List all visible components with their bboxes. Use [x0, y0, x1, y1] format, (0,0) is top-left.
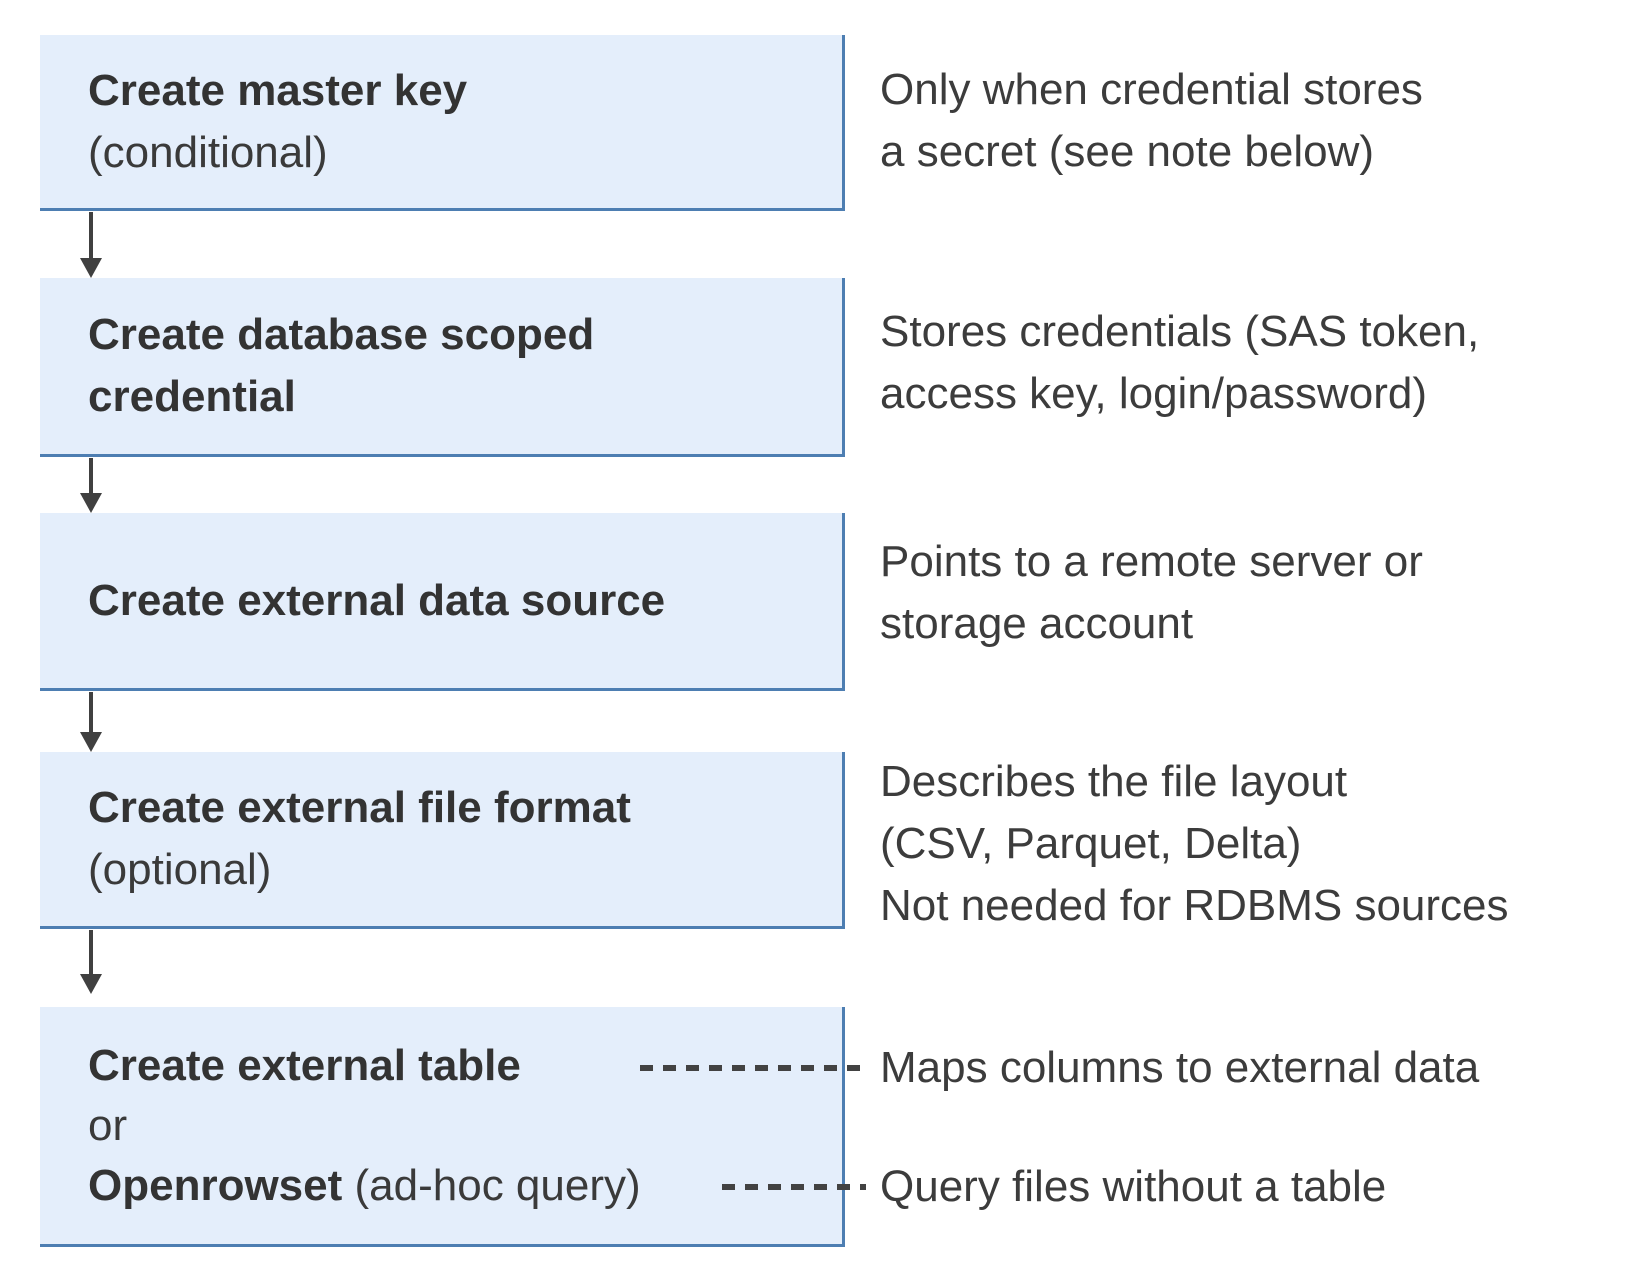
- arrow-head: [80, 974, 102, 994]
- arrow-head: [80, 732, 102, 752]
- step-title: Create external file format: [88, 783, 631, 832]
- step-box-database-scoped-credential: Create database scoped credential: [40, 278, 845, 457]
- step-title: Create external data source: [88, 575, 666, 625]
- dashed-connector-line: [640, 1065, 866, 1071]
- step-title: Create master key: [88, 65, 468, 115]
- note-credential: Stores credentials (SAS token, access ke…: [880, 307, 1480, 418]
- openrowset-label: Openrowset: [88, 1160, 343, 1210]
- note-external-table: Maps columns to external data: [880, 1043, 1480, 1092]
- down-arrow-icon: [80, 458, 102, 513]
- step-box-create-master-key: Create master key (conditional): [40, 35, 845, 211]
- down-arrow-icon: [80, 212, 102, 278]
- or-label: or: [88, 1100, 128, 1150]
- note-data-source: Points to a remote server or storage acc…: [880, 537, 1423, 648]
- step-box-external-table-openrowset: Create external table or Openrowset (ad-…: [40, 1007, 845, 1247]
- step-box-external-file-format: Create external file format (optional): [40, 752, 845, 929]
- create-external-table-label: Create external table: [88, 1040, 521, 1090]
- arrow-head: [80, 258, 102, 278]
- note-openrowset: Query files without a table: [880, 1162, 1387, 1211]
- arrow-head: [80, 493, 102, 513]
- arrow-shaft: [89, 458, 93, 495]
- dashed-connector-line: [722, 1184, 866, 1190]
- down-arrow-icon: [80, 692, 102, 752]
- adhoc-query-label: (ad-hoc query): [342, 1160, 641, 1210]
- step-subtitle: (conditional): [88, 127, 328, 177]
- note-file-format: Describes the file layout (CSV, Parquet,…: [880, 757, 1509, 930]
- arrow-shaft: [89, 692, 93, 734]
- step-box-external-data-source: Create external data source: [40, 513, 845, 691]
- down-arrow-icon: [80, 930, 102, 994]
- note-master-key: Only when credential stores a secret (se…: [880, 65, 1423, 176]
- step-title: Create database scoped credential: [88, 310, 595, 421]
- arrow-shaft: [89, 212, 93, 260]
- final-line-1: Create external table: [88, 1036, 822, 1096]
- final-line-2: or: [88, 1096, 822, 1156]
- final-line-3: Openrowset (ad-hoc query): [88, 1156, 822, 1216]
- arrow-shaft: [89, 930, 93, 976]
- step-subtitle: (optional): [88, 845, 272, 894]
